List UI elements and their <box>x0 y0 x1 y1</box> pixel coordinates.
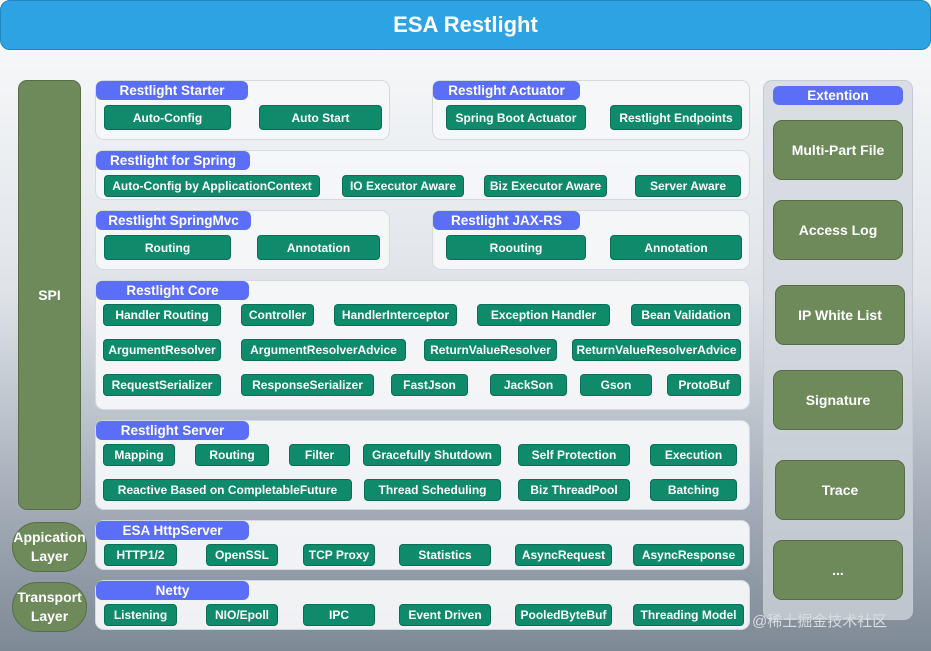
transport-layer-label-1: Transport <box>17 589 82 605</box>
springmvc-item: Annotation <box>257 235 380 260</box>
application-layer-block: Appication Layer <box>12 522 87 572</box>
core-item: Controller <box>241 304 314 326</box>
core-item: ReturnValueResolver <box>424 339 557 361</box>
server-item: Mapping <box>103 444 175 466</box>
core-item: Gson <box>580 374 652 396</box>
starter-title: Restlight Starter <box>96 81 248 100</box>
core-item: Exception Handler <box>477 304 610 326</box>
application-layer-label-1: Appication <box>13 529 86 545</box>
extention-item: Access Log <box>773 200 903 260</box>
extention-title: Extention <box>773 86 903 105</box>
server-item: Filter <box>289 444 350 466</box>
spring-item: Server Aware <box>635 175 741 197</box>
netty-item: IPC <box>303 604 375 626</box>
server-item: Routing <box>195 444 269 466</box>
transport-layer-block: Transport Layer <box>12 582 87 632</box>
server-item: Thread Scheduling <box>364 479 501 501</box>
starter-item: Auto-Config <box>104 105 231 130</box>
spring-item: Biz Executor Aware <box>484 175 607 197</box>
jaxrs-item: Roouting <box>446 235 586 260</box>
actuator-item: Spring Boot Actuator <box>446 105 586 130</box>
netty-item: Listening <box>104 604 177 626</box>
extention-item: Trace <box>775 460 905 520</box>
spring-item: IO Executor Aware <box>342 175 464 197</box>
springmvc-item: Routing <box>104 235 231 260</box>
httpserver-item: AsyncResponse <box>633 544 744 566</box>
server-item: Batching <box>650 479 737 501</box>
server-item: Reactive Based on CompletableFuture <box>103 479 352 501</box>
core-item: ProtoBuf <box>667 374 741 396</box>
netty-title: Netty <box>96 581 249 600</box>
core-item: Handler Routing <box>103 304 221 326</box>
netty-item: Threading Model <box>633 604 744 626</box>
starter-item: Auto Start <box>259 105 382 130</box>
page-title: ESA Restlight <box>0 0 931 50</box>
netty-item: PooledByteBuf <box>515 604 612 626</box>
core-item: ArgumentResolver <box>103 339 221 361</box>
httpserver-item: OpenSSL <box>206 544 278 566</box>
server-item: Gracefully Shutdown <box>363 444 501 466</box>
extention-item: Multi-Part File <box>773 120 903 180</box>
springmvc-title: Restlight SpringMvc <box>96 211 251 230</box>
spring-title: Restlight for Spring <box>96 151 250 170</box>
httpserver-item: TCP Proxy <box>303 544 375 566</box>
spi-block: SPI <box>18 80 81 510</box>
watermark: @稀土掘金技术社区 <box>752 613 888 630</box>
server-item: Biz ThreadPool <box>518 479 630 501</box>
actuator-title: Restlight Actuator <box>433 81 580 100</box>
netty-item: NIO/Epoll <box>206 604 278 626</box>
extention-item: IP White List <box>775 285 905 345</box>
httpserver-item: HTTP1/2 <box>104 544 177 566</box>
core-item: ArgumentResolverAdvice <box>241 339 406 361</box>
httpserver-item: AsyncRequest <box>515 544 612 566</box>
core-item: ResponseSerializer <box>241 374 374 396</box>
core-item: RequestSerializer <box>103 374 221 396</box>
core-item: FastJson <box>391 374 468 396</box>
transport-layer-label-2: Layer <box>30 608 69 624</box>
server-title: Restlight Server <box>96 421 249 440</box>
jaxrs-title: Restlight JAX-RS <box>433 211 580 230</box>
core-title: Restlight Core <box>96 281 249 300</box>
actuator-item: Restlight Endpoints <box>610 105 742 130</box>
core-item: JackSon <box>490 374 567 396</box>
core-item: ReturnValueResolverAdvice <box>572 339 741 361</box>
netty-item: Event Driven <box>399 604 491 626</box>
httpserver-title: ESA HttpServer <box>96 521 249 540</box>
server-item: Execution <box>650 444 737 466</box>
spring-item: Auto-Config by ApplicationContext <box>104 175 320 197</box>
server-item: Self Protection <box>518 444 630 466</box>
core-item: Bean Validation <box>631 304 741 326</box>
application-layer-label-2: Layer <box>30 548 69 564</box>
jaxrs-item: Annotation <box>610 235 742 260</box>
httpserver-item: Statistics <box>399 544 491 566</box>
extention-item: Signature <box>773 370 903 430</box>
core-item: HandlerInterceptor <box>334 304 457 326</box>
extention-item: ... <box>773 540 903 600</box>
